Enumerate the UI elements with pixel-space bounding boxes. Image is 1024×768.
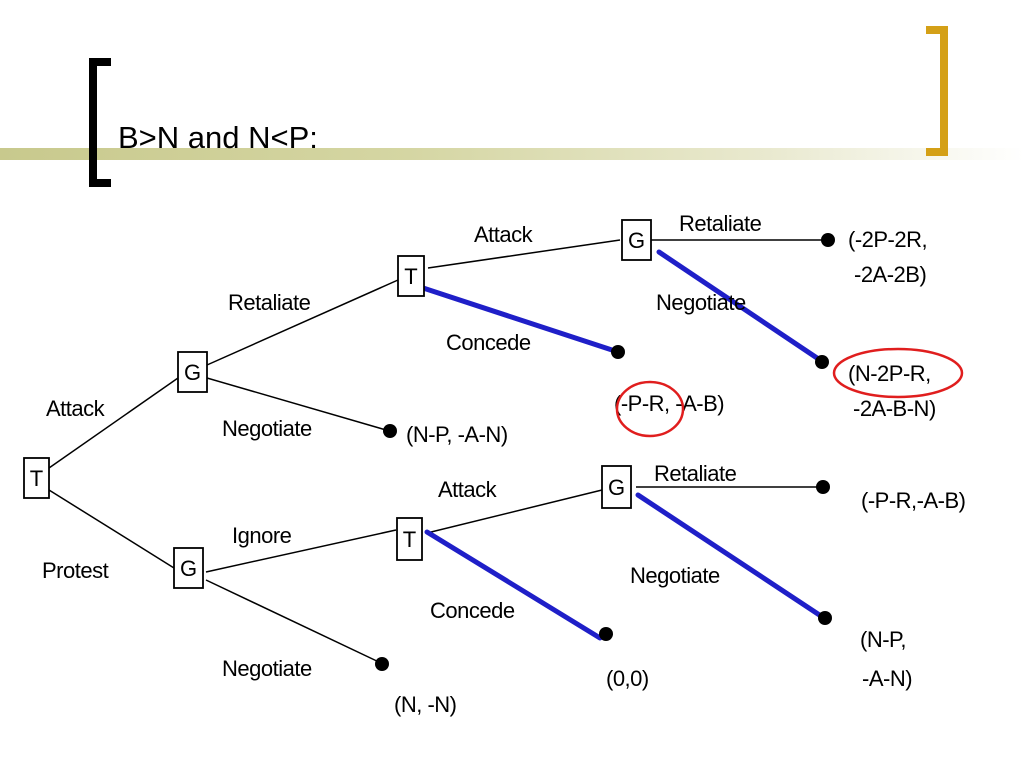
edge-g-upper-attack-negotiate bbox=[656, 249, 823, 363]
payoff-upper-negotiate: (N-P, -A-N) bbox=[406, 422, 508, 447]
edge-t-upper-attack bbox=[427, 239, 621, 269]
node-g-lower-label: G bbox=[180, 556, 197, 581]
node-g-lower-attack-label: G bbox=[608, 475, 625, 500]
payoff-lower-attack-retaliate: (-P-R,-A-B) bbox=[861, 488, 965, 513]
payoff-lower-negotiate: (N, -N) bbox=[394, 692, 456, 717]
edge-g-upper-negotiate bbox=[206, 377, 387, 431]
branch-label-g-lower-attack-retaliate: Retaliate bbox=[654, 461, 737, 486]
node-t-lower: T bbox=[396, 517, 423, 561]
node-g-upper: G bbox=[177, 351, 208, 393]
tree-edges bbox=[48, 239, 826, 664]
branch-labels: Attack Protest Retaliate Negotiate Attac… bbox=[42, 211, 762, 681]
terminal-lower-concede bbox=[599, 627, 613, 641]
left-bracket bbox=[89, 58, 111, 187]
node-root: T bbox=[23, 457, 50, 499]
node-g-upper-label: G bbox=[184, 360, 201, 385]
branch-label-t-lower-attack: Attack bbox=[438, 477, 498, 502]
highlight-circle-p-r bbox=[615, 380, 685, 438]
branch-label-g-upper-attack-negotiate: Negotiate bbox=[656, 290, 746, 315]
branch-label-t-lower-concede: Concede bbox=[430, 598, 515, 623]
highlight-circles bbox=[615, 347, 964, 438]
terminal-upper-retaliate-negotiate bbox=[815, 355, 829, 369]
edge-root-attack bbox=[48, 377, 179, 469]
branch-label-t-upper-concede: Concede bbox=[446, 330, 531, 355]
node-root-label: T bbox=[30, 466, 43, 491]
node-g-lower-attack-box bbox=[601, 465, 632, 509]
node-t-lower-label: T bbox=[403, 527, 416, 552]
terminal-nodes bbox=[375, 233, 835, 671]
branch-label-g-upper-attack-retaliate: Retaliate bbox=[679, 211, 762, 236]
highlight-circle-n-2p-r bbox=[832, 347, 964, 399]
branch-label-t-upper-attack: Attack bbox=[474, 222, 534, 247]
branch-label-g-lower-negotiate: Negotiate bbox=[222, 656, 312, 681]
payoff-labels: (-2P-2R, -2A-2B) (N-2P-R, -2A-B-N) (-P-R… bbox=[394, 227, 966, 717]
edge-root-protest bbox=[48, 489, 175, 569]
branch-label-g-upper-negotiate: Negotiate bbox=[222, 416, 312, 441]
edge-t-lower-concede bbox=[424, 529, 603, 641]
payoff-upper-concede: (-P-R, -A-B) bbox=[614, 391, 724, 416]
branch-label-root-attack: Attack bbox=[46, 396, 106, 421]
edge-g-lower-negotiate bbox=[205, 579, 382, 664]
terminal-lower-attack-negotiate bbox=[818, 611, 832, 625]
title-accent-bar bbox=[0, 148, 1024, 160]
node-root-box bbox=[23, 457, 50, 499]
right-bracket bbox=[926, 26, 948, 156]
terminal-upper-negotiate bbox=[383, 424, 397, 438]
payoff-upper-retaliate-retaliate-line2: -2A-2B) bbox=[854, 262, 926, 287]
edge-g-lower-ignore bbox=[205, 529, 397, 573]
node-g-upper-attack-box bbox=[621, 219, 652, 261]
terminal-lower-negotiate bbox=[375, 657, 389, 671]
payoff-lower-attack-negotiate-line2: -A-N) bbox=[862, 666, 912, 691]
edge-t-upper-concede bbox=[411, 282, 615, 353]
payoff-upper-retaliate-retaliate-line1: (-2P-2R, bbox=[848, 227, 927, 252]
slide-title: B>N and N<P: bbox=[118, 120, 318, 155]
terminal-upper-concede bbox=[611, 345, 625, 359]
payoff-upper-retaliate-negotiate-line2: -2A-B-N) bbox=[853, 396, 936, 421]
node-t-lower-box bbox=[396, 517, 423, 561]
node-g-lower: G bbox=[173, 547, 204, 589]
node-t-upper-label: T bbox=[404, 264, 417, 289]
terminal-upper-retaliate-retaliate bbox=[821, 233, 835, 247]
node-g-upper-attack-label: G bbox=[628, 228, 645, 253]
branch-label-g-lower-attack-negotiate: Negotiate bbox=[630, 563, 720, 588]
node-g-lower-attack: G bbox=[601, 465, 632, 509]
edge-g-upper-retaliate bbox=[206, 279, 399, 366]
branch-label-root-protest: Protest bbox=[42, 558, 109, 583]
edge-g-lower-attack-negotiate bbox=[635, 492, 827, 621]
payoff-upper-retaliate-negotiate-line1: (N-2P-R, bbox=[848, 361, 931, 386]
payoff-lower-attack-negotiate-line1: (N-P, bbox=[860, 627, 906, 652]
node-g-upper-attack: G bbox=[621, 219, 652, 261]
payoff-lower-concede: (0,0) bbox=[606, 666, 649, 691]
node-g-lower-box bbox=[173, 547, 204, 589]
equilibrium-path bbox=[411, 249, 827, 641]
branch-label-g-lower-ignore: Ignore bbox=[232, 523, 292, 548]
node-t-upper: T bbox=[397, 255, 425, 297]
edge-t-lower-attack bbox=[426, 489, 603, 534]
node-t-upper-box bbox=[397, 255, 425, 297]
branch-label-g-upper-retaliate: Retaliate bbox=[228, 290, 311, 315]
terminal-lower-attack-retaliate bbox=[816, 480, 830, 494]
node-g-upper-box bbox=[177, 351, 208, 393]
